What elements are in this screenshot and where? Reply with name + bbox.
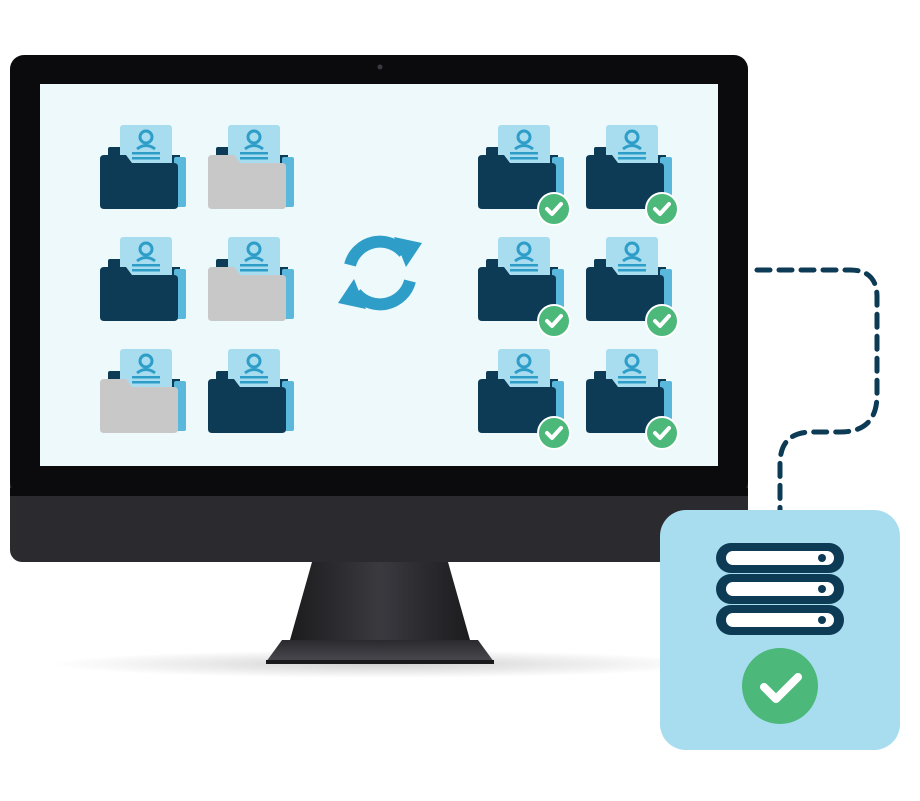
- folder-with-profile-document-icon: [478, 237, 571, 338]
- checkmark-icon: [645, 192, 679, 226]
- folder-with-profile-document-icon: [586, 125, 679, 226]
- folder-with-profile-document-icon: [208, 349, 294, 433]
- folder-with-profile-document-icon: [478, 125, 571, 226]
- dashed-connector: [754, 267, 880, 515]
- camera-dot-icon: [377, 64, 383, 70]
- server-panel: [660, 510, 900, 750]
- folder-with-profile-document-icon: [586, 237, 679, 338]
- checkmark-icon: [537, 304, 571, 338]
- folder-with-profile-document-icon: [208, 237, 294, 321]
- server-stack-icon: [716, 543, 844, 635]
- unsynced-folder-grid: [100, 125, 294, 433]
- checkmark-icon: [645, 416, 679, 450]
- server-checkmark-icon: [742, 648, 818, 724]
- sync-arrows-icon: [338, 235, 422, 311]
- synced-folder-grid: [478, 125, 679, 450]
- folder-with-profile-document-icon: [100, 125, 186, 209]
- checkmark-icon: [537, 416, 571, 450]
- folder-with-profile-document-icon: [100, 349, 186, 433]
- folder-with-profile-document-icon: [586, 349, 679, 450]
- checkmark-icon: [537, 192, 571, 226]
- monitor-stand: [266, 562, 494, 664]
- folder-with-profile-document-icon: [478, 349, 571, 450]
- checkmark-icon: [645, 304, 679, 338]
- folder-with-profile-document-icon: [208, 125, 294, 209]
- folder-with-profile-document-icon: [100, 237, 186, 321]
